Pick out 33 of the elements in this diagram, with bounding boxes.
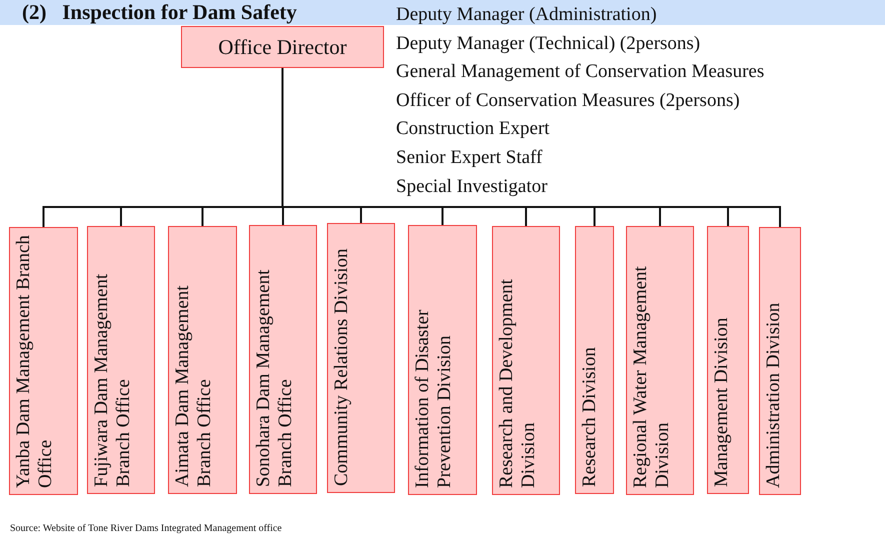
unit-name: Information of Disaster Prevention Division — [412, 308, 456, 488]
unit-box — [492, 226, 560, 495]
title: (2) Inspection for Dam Safety — [22, 0, 297, 25]
director-box — [181, 26, 384, 68]
unit-box — [759, 227, 801, 495]
director-title: Office Director — [218, 34, 347, 60]
unit-box — [327, 223, 395, 493]
unit-box — [626, 226, 694, 495]
unit-name: Sonohara Dam Management Branch Office — [253, 268, 297, 487]
unit-box — [249, 225, 317, 494]
unit-box — [707, 226, 749, 494]
source-note: Source: Website of Tone River Dams Integrated Management office — [10, 523, 282, 535]
staff-position: Officer of Conservation Measures (2persons) — [396, 88, 740, 113]
unit-name: Management Division — [711, 316, 733, 487]
unit-name: Aimata Dam Management Branch Office — [172, 284, 216, 487]
unit-name: Community Relations Division — [331, 247, 353, 486]
staff-position: Deputy Manager (Administration) — [396, 3, 657, 27]
staff-position: Special Investigator — [396, 174, 548, 199]
staff-position: Senior Expert Staff — [396, 146, 542, 170]
unit-box — [9, 227, 78, 495]
unit-name: Yanba Dam Management Branch Office — [13, 234, 57, 488]
unit-box — [168, 226, 237, 494]
unit-name: Research and Development Division — [496, 278, 540, 488]
unit-name: Regional Water Management Division — [630, 265, 674, 488]
unit-box — [87, 226, 155, 494]
unit-box — [575, 226, 614, 494]
unit-name: Administration Division — [763, 302, 785, 488]
staff-position: Construction Expert — [396, 117, 550, 142]
staff-position: Deputy Manager (Technical) (2persons) — [396, 32, 700, 56]
staff-position: General Management of Conservation Measures — [396, 60, 764, 84]
unit-name: Fujiwara Dam Management Branch Office — [91, 272, 135, 487]
unit-name: Research Division — [579, 346, 601, 487]
unit-box — [408, 225, 477, 495]
